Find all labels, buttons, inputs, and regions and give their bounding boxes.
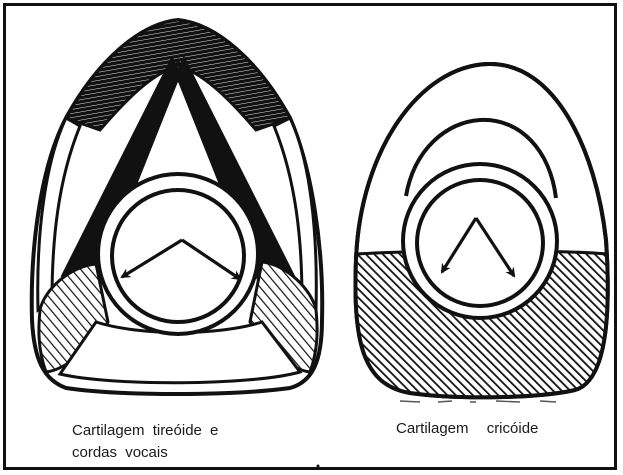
scan-artifact: [400, 401, 556, 402]
caption-thyroid: Cartilagem tireóide e cordas vocais: [72, 420, 312, 464]
tube-inner-ring: [112, 190, 244, 322]
caption-cricoid: Cartilagem cricóide: [396, 418, 538, 440]
thyroid-cartilage-illustration: [32, 20, 322, 394]
cricoid-cartilage-illustration: [350, 64, 612, 410]
cricoid-tube-inner-ring: [417, 180, 543, 306]
stray-dot: [317, 465, 320, 468]
